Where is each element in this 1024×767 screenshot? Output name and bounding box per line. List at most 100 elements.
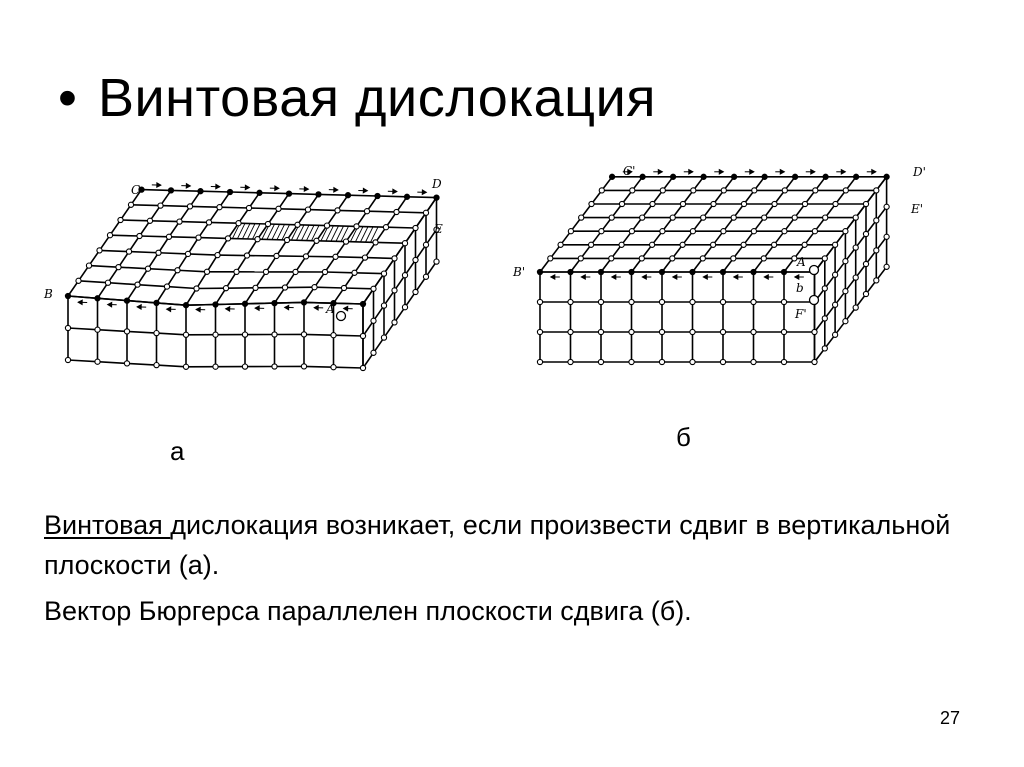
hatch-line <box>365 226 374 243</box>
lattice-atom <box>294 221 301 228</box>
lattice-atom <box>359 332 367 340</box>
lattice-atom <box>639 173 646 180</box>
lattice-atom <box>370 349 377 356</box>
lattice-bond <box>126 362 157 366</box>
lattice-atom <box>628 358 635 366</box>
lattice-atom <box>862 260 870 268</box>
lattice-atom <box>241 300 249 307</box>
lattice-bond <box>275 239 288 257</box>
lattice-bond <box>156 364 187 368</box>
arrow-head <box>274 185 280 192</box>
hatch-line <box>340 226 349 242</box>
arrow-head <box>763 273 769 281</box>
lattice-atom <box>241 331 249 338</box>
lattice-atom <box>831 331 839 338</box>
lattice-bond <box>200 190 231 193</box>
lattice-bond <box>377 195 408 198</box>
page-number: 27 <box>940 708 961 728</box>
lattice-atom <box>281 284 289 291</box>
lattice-atom <box>380 302 388 309</box>
lattice-bond <box>156 332 187 336</box>
lattice-atom <box>300 299 308 306</box>
lattice-bond <box>307 208 338 212</box>
lattice-atom <box>117 216 124 224</box>
arrow-head <box>77 299 83 306</box>
lattice-atom <box>780 328 788 336</box>
arrow-head <box>627 168 633 175</box>
arrow-head <box>657 168 664 175</box>
lattice-bond <box>177 269 208 273</box>
lattice-atom <box>241 363 249 370</box>
lattice-atom <box>144 265 152 272</box>
lattice-atom <box>618 241 625 248</box>
lattice-atom <box>883 263 890 270</box>
lattice-atom <box>771 200 778 208</box>
arrow-head <box>392 188 398 195</box>
lattice-bond <box>141 188 172 192</box>
lattice-atom <box>264 220 272 228</box>
lattice-atom <box>203 268 211 275</box>
lattice-atom <box>669 255 676 262</box>
lattice-atom <box>588 200 595 208</box>
lattice-atom <box>761 173 768 180</box>
lattice-atom <box>689 298 696 306</box>
lattice-atom <box>334 207 341 214</box>
arrow-head <box>810 168 816 175</box>
lattice-bond <box>97 360 128 365</box>
lattice-atom <box>401 272 409 279</box>
lattice-atom <box>719 298 727 306</box>
arrow-head <box>688 168 694 175</box>
lattice-atom <box>195 234 202 241</box>
lattice-atom <box>811 328 818 336</box>
lattice-atom <box>791 173 799 180</box>
lattice-bond <box>168 236 199 239</box>
lattice-atom <box>669 173 677 180</box>
lattice-atom <box>852 274 859 281</box>
lattice-atom <box>791 255 798 262</box>
lattice-atom <box>422 273 430 280</box>
arrow-head <box>421 189 428 196</box>
lattice-bond <box>88 264 119 268</box>
lattice-atom <box>628 268 635 276</box>
lattice-atom <box>883 233 890 240</box>
lattice-atom <box>64 356 72 364</box>
lattice-bond <box>126 330 157 334</box>
lattice-atom <box>283 236 291 244</box>
hatch-line <box>296 224 305 241</box>
lattice-atom <box>256 189 263 196</box>
lattice-atom <box>163 283 171 290</box>
lattice-atom <box>262 268 270 276</box>
lattice-atom <box>216 204 223 211</box>
lattice-atom <box>597 298 605 306</box>
lattice-atom <box>222 285 230 292</box>
lattice-atom <box>597 268 605 276</box>
lattice-atom <box>780 268 788 276</box>
lattice-atom <box>699 255 706 262</box>
arrow-head <box>185 182 192 189</box>
lattice-atom <box>689 328 696 336</box>
arrow-head <box>702 273 708 281</box>
lattice-atom <box>658 268 666 276</box>
lattice-atom <box>730 255 737 262</box>
lattice-bond <box>265 255 278 273</box>
lattice-atom <box>85 262 93 269</box>
arrow-head <box>303 185 310 193</box>
lattice-bond <box>303 365 334 368</box>
lattice-atom <box>719 358 727 366</box>
lattice-bond <box>333 334 364 337</box>
lattice-atom <box>153 361 160 369</box>
lattice-atom <box>557 241 564 248</box>
lattice-bond <box>366 210 397 213</box>
lattice-atom <box>340 284 348 292</box>
lattice-atom <box>315 191 322 198</box>
lattice-atom <box>115 264 122 271</box>
lattice-bond <box>318 193 349 196</box>
lattice-bond <box>335 256 366 259</box>
lattice-bond <box>67 327 98 331</box>
lattice-atom <box>359 364 367 372</box>
lattice-atom <box>433 226 440 233</box>
lattice-atom <box>567 268 574 276</box>
lattice-bond <box>158 251 189 255</box>
lattice-atom <box>182 363 190 370</box>
lattice-atom <box>361 254 369 261</box>
